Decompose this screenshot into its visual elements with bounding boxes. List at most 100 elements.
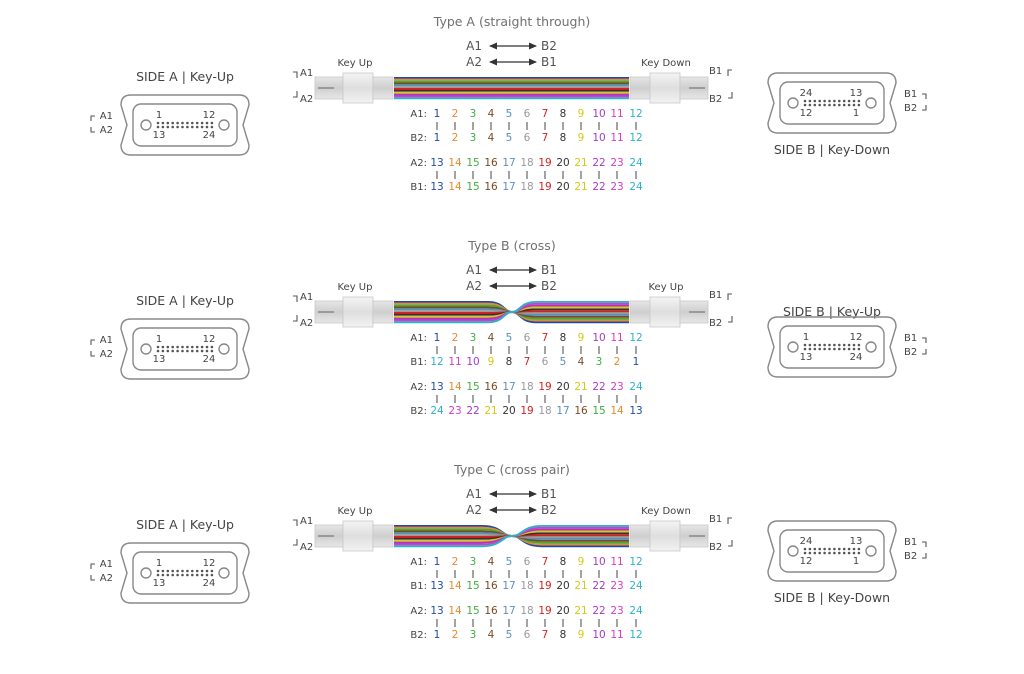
fiber-dot	[852, 347, 856, 351]
fiber-dot	[842, 347, 846, 351]
fiber-dot	[833, 343, 836, 347]
fiber-dot	[818, 547, 821, 551]
map-from-label: A2	[466, 503, 482, 517]
fiber-number: 2	[452, 108, 459, 120]
fiber-dot	[842, 547, 846, 551]
fiber-number: 7	[542, 556, 549, 568]
fiber-number: 3	[470, 629, 477, 641]
fiber-dot	[176, 345, 179, 349]
fiber-dot	[842, 103, 846, 107]
fiber-number: 16	[574, 405, 588, 417]
fiber-dot	[818, 551, 821, 555]
fiber-dot	[833, 347, 836, 351]
bracket-icon	[728, 92, 733, 99]
fiber-number: 16	[484, 157, 498, 169]
fiber-number: 11	[610, 332, 623, 344]
fiber-dot	[205, 569, 209, 573]
fiber-dot	[833, 99, 836, 103]
ferrule-face	[132, 103, 238, 147]
fiber-dot	[808, 347, 812, 351]
fiber-dot	[818, 343, 821, 347]
pin-number: 13	[153, 578, 166, 589]
fiber-dot	[186, 345, 189, 349]
fiber-number: 24	[629, 605, 643, 617]
fiber-dot	[181, 345, 184, 349]
fiber-number: 14	[448, 605, 462, 617]
fiber-number: 1	[434, 629, 441, 641]
bracket-icon	[922, 105, 927, 111]
fiber-dot	[857, 343, 861, 347]
fiber-dot	[828, 343, 831, 347]
fiber-number: 11	[448, 356, 461, 368]
connector-shell	[767, 72, 897, 134]
fiber-number: 9	[578, 108, 585, 120]
right-port-label: B2	[709, 318, 722, 329]
fiber-number: 10	[592, 556, 605, 568]
fiber-dot	[156, 345, 160, 349]
left-key-label: Key Up	[338, 506, 373, 517]
fiber-number: 22	[592, 580, 605, 592]
fiber-dot	[803, 103, 807, 107]
fiber-dot	[186, 573, 189, 577]
bracket-icon	[922, 553, 927, 559]
fiber-dot	[857, 347, 861, 351]
right-connector-body	[649, 520, 681, 552]
guide-hole-icon	[787, 341, 799, 353]
fiber-dot	[857, 99, 861, 103]
right-key-label: Key Down	[641, 58, 691, 69]
fiber-dot	[803, 99, 807, 103]
fiber-dot	[171, 349, 174, 353]
left-ferrule-pin	[318, 311, 334, 313]
pin-number: 12	[203, 334, 216, 345]
right-connector-body	[649, 296, 681, 328]
fiber-12	[394, 300, 629, 324]
port-label: B2	[904, 551, 917, 562]
fiber-number: 18	[520, 381, 533, 393]
guide-hole-icon	[218, 119, 230, 131]
fiber-dot	[161, 121, 165, 125]
row-label: B1:	[410, 182, 427, 193]
map-to-label: B2	[541, 39, 557, 53]
fiber-number: 6	[524, 132, 531, 144]
bracket-icon	[293, 315, 298, 322]
fiber-dot	[842, 343, 846, 347]
guide-hole-icon	[865, 97, 877, 109]
fiber-number: 1	[633, 356, 640, 368]
guide-hole-icon	[787, 97, 799, 109]
fiber-number: 20	[502, 405, 515, 417]
fiber-number: 7	[542, 629, 549, 641]
fiber-number: 13	[430, 381, 443, 393]
fiber-number: 13	[430, 580, 443, 592]
fiber-dot	[191, 345, 194, 349]
fiber-dot	[186, 569, 189, 573]
fiber-number: 22	[592, 605, 605, 617]
fiber-dot	[171, 573, 174, 577]
fiber-number: 10	[592, 132, 605, 144]
port-label: B1	[904, 537, 917, 548]
fiber-number: 4	[488, 629, 495, 641]
fiber-dot	[161, 345, 165, 349]
port-label: A1	[100, 111, 113, 122]
row-label: B1:	[410, 357, 427, 368]
fiber-number: 5	[506, 332, 513, 344]
map-to-label: B2	[541, 279, 557, 293]
fiber-number: 1	[434, 556, 441, 568]
guide-hole-icon	[865, 545, 877, 557]
fiber-number: 5	[506, 556, 513, 568]
fiber-number: 21	[574, 381, 587, 393]
fiber-dot	[171, 569, 174, 573]
side_b-title: SIDE B | Key-Down	[774, 590, 890, 605]
fiber-number: 17	[502, 381, 515, 393]
fiber-dot	[191, 121, 194, 125]
bracket-icon	[293, 295, 298, 302]
pin-number: 24	[850, 352, 863, 363]
left-port-label: A1	[300, 292, 313, 303]
fiber-dot	[803, 347, 807, 351]
fiber-dot	[181, 349, 184, 353]
fiber-dot	[823, 347, 826, 351]
fiber-dot	[181, 573, 184, 577]
fiber-number: 19	[538, 181, 551, 193]
